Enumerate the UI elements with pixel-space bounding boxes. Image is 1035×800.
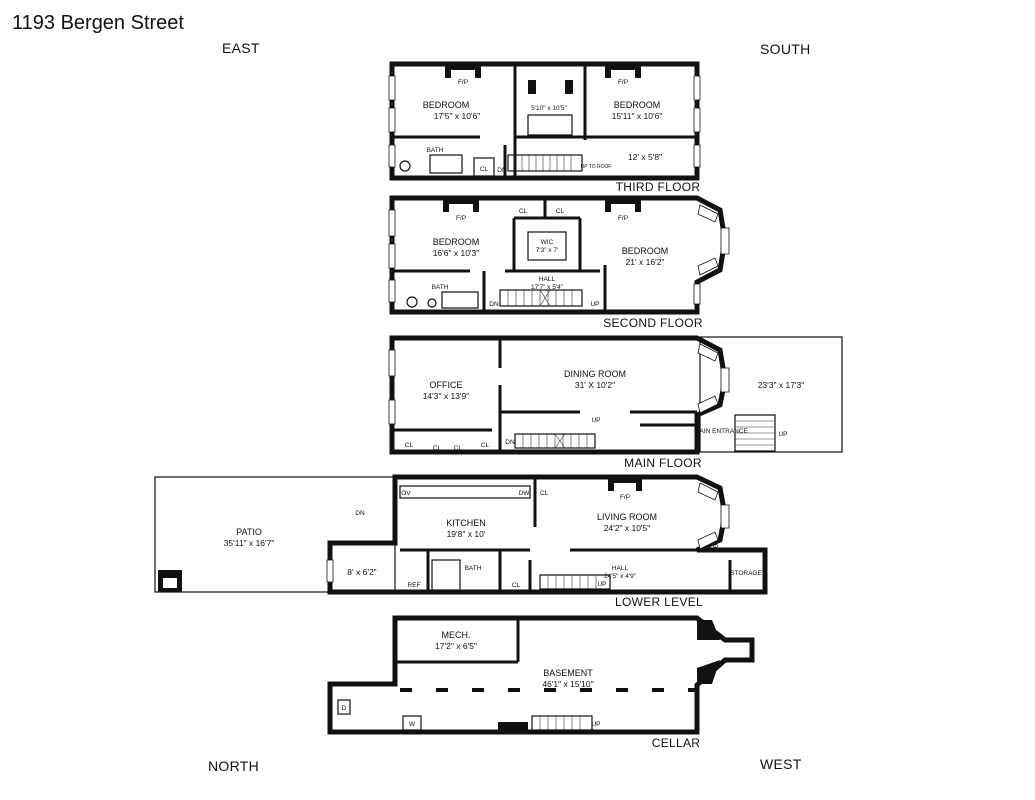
lower-storage: STORAGE (730, 570, 762, 577)
main-floor-label: MAIN FLOOR (624, 456, 702, 470)
second-fp-left: F/P (456, 215, 466, 222)
compass-west: WEST (760, 756, 802, 772)
lower-fp: F/P (620, 494, 630, 501)
patio-fp: F/P (165, 573, 175, 580)
dining-dim: 31' X 10'2" (575, 380, 615, 390)
cellar-d: D (342, 705, 347, 712)
third-fp-right: F/P (618, 79, 628, 86)
lower-hall-dim: 24'5" x 4'9" (604, 573, 637, 580)
office-name: OFFICE (430, 380, 463, 390)
second-bedroom-right-name: BEDROOM (622, 246, 669, 256)
third-fp-left: F/P (458, 79, 468, 86)
third-bath: BATH (427, 147, 444, 154)
main-closet-3: CL (454, 445, 463, 452)
lower-bath: BATH (465, 565, 482, 572)
lower-dishwasher: DW (519, 490, 531, 497)
page-title: 1193 Bergen Street (12, 12, 184, 34)
second-dn: DN (489, 301, 499, 308)
second-bedroom-left-name: BEDROOM (433, 237, 480, 247)
cellar-plan: MECH. 17'2" x 6'5" BASEMENT 46'1" x 15'1… (327, 615, 755, 750)
second-up: UP (590, 301, 599, 308)
mech-dim: 17'2" x 6'5" (435, 641, 477, 651)
second-fp-right: F/P (618, 215, 628, 222)
compass-south: SOUTH (760, 41, 811, 57)
kitchen-name: KITCHEN (446, 518, 486, 528)
lower-level-label: LOWER LEVEL (615, 595, 703, 609)
cellar-label: CELLAR (652, 736, 701, 750)
basement-name: BASEMENT (543, 668, 593, 678)
lower-up: UP (597, 581, 606, 588)
second-hall-name: HALL (539, 276, 556, 283)
third-bedroom-left-dim: 17'5" x 10'6" (434, 111, 481, 121)
main-closet-2: CL (433, 445, 442, 452)
third-middle-dim: 5'10" x 10'5" (531, 105, 567, 112)
lower-up-2: UP (709, 544, 718, 551)
lower-cl-2: CL (512, 582, 521, 589)
third-bedroom-right-dim: 15'11" x 10'6" (612, 111, 663, 121)
third-floor-plan: BEDROOM 17'5" x 10'6" 5'10" x 10'5" BEDR… (388, 61, 701, 194)
lower-ref: REF (408, 582, 421, 589)
stoop-dim: 23'3" x 17'3" (758, 380, 805, 390)
lower-oven: OV (401, 490, 411, 497)
second-bedroom-right-dim: 21' x 16'2" (626, 257, 665, 267)
second-bedroom-left-dim: 16'6" x 10'3" (433, 248, 480, 258)
mech-name: MECH. (442, 630, 471, 640)
third-bedroom-left-name: BEDROOM (423, 100, 470, 110)
living-name: LIVING ROOM (597, 512, 657, 522)
kitchen-dim: 19'8" x 10' (447, 529, 486, 539)
lower-cl: CL (540, 490, 549, 497)
compass-east: EAST (222, 40, 260, 56)
main-up: UP (591, 417, 600, 424)
main-closet-4: CL (481, 442, 490, 449)
second-wic-dim: 7'3" x 7' (536, 247, 559, 254)
dining-name: DINING ROOM (564, 369, 626, 379)
lower-hall-name: HALL (612, 565, 629, 572)
lower-dn: DN (355, 510, 365, 517)
second-floor-label: SECOND FLOOR (603, 316, 703, 330)
basement-dim: 46'1" x 15'10" (542, 679, 593, 689)
second-cl-right: CL (556, 208, 565, 215)
main-up-stoop: UP (778, 431, 787, 438)
cellar-w: W (409, 721, 416, 728)
second-wic-name: WIC (541, 239, 554, 246)
third-up-roof: UP TO ROOF (581, 164, 612, 170)
main-entrance: MAIN ENTRANCE (694, 428, 748, 435)
third-bedroom-right-name: BEDROOM (614, 100, 661, 110)
lower-small-room-dim: 8' x 6'2" (347, 567, 376, 577)
third-dn: DN (497, 167, 507, 174)
office-dim: 14'3" x 13'9" (423, 391, 470, 401)
third-closet: CL (480, 166, 489, 173)
second-floor-plan: BEDROOM 16'6" x 10'3" WIC 7'3" x 7' BEDR… (388, 195, 730, 330)
third-floor-label: THIRD FLOOR (616, 180, 701, 194)
patio-name: PATIO (236, 527, 262, 537)
main-closet-1: CL (405, 442, 414, 449)
cellar-up: UP (591, 721, 600, 728)
lower-level-plan: PATIO 35'11" x 16'7" KITCHEN 19'8" x 10'… (154, 474, 768, 609)
compass-north: NORTH (208, 758, 260, 774)
second-bath: BATH (432, 284, 449, 291)
main-floor-plan: OFFICE 14'3" x 13'9" DINING ROOM 31' X 1… (388, 335, 843, 470)
third-hall-dim: 12' x 5'8" (628, 152, 662, 162)
patio-dim: 35'11" x 16'7" (224, 538, 275, 548)
living-dim: 24'2" x 10'5" (604, 523, 651, 533)
second-cl-left: CL (519, 208, 528, 215)
main-dn: DN (505, 439, 515, 446)
second-hall-dim: 17'7" x 5'4" (531, 284, 564, 291)
